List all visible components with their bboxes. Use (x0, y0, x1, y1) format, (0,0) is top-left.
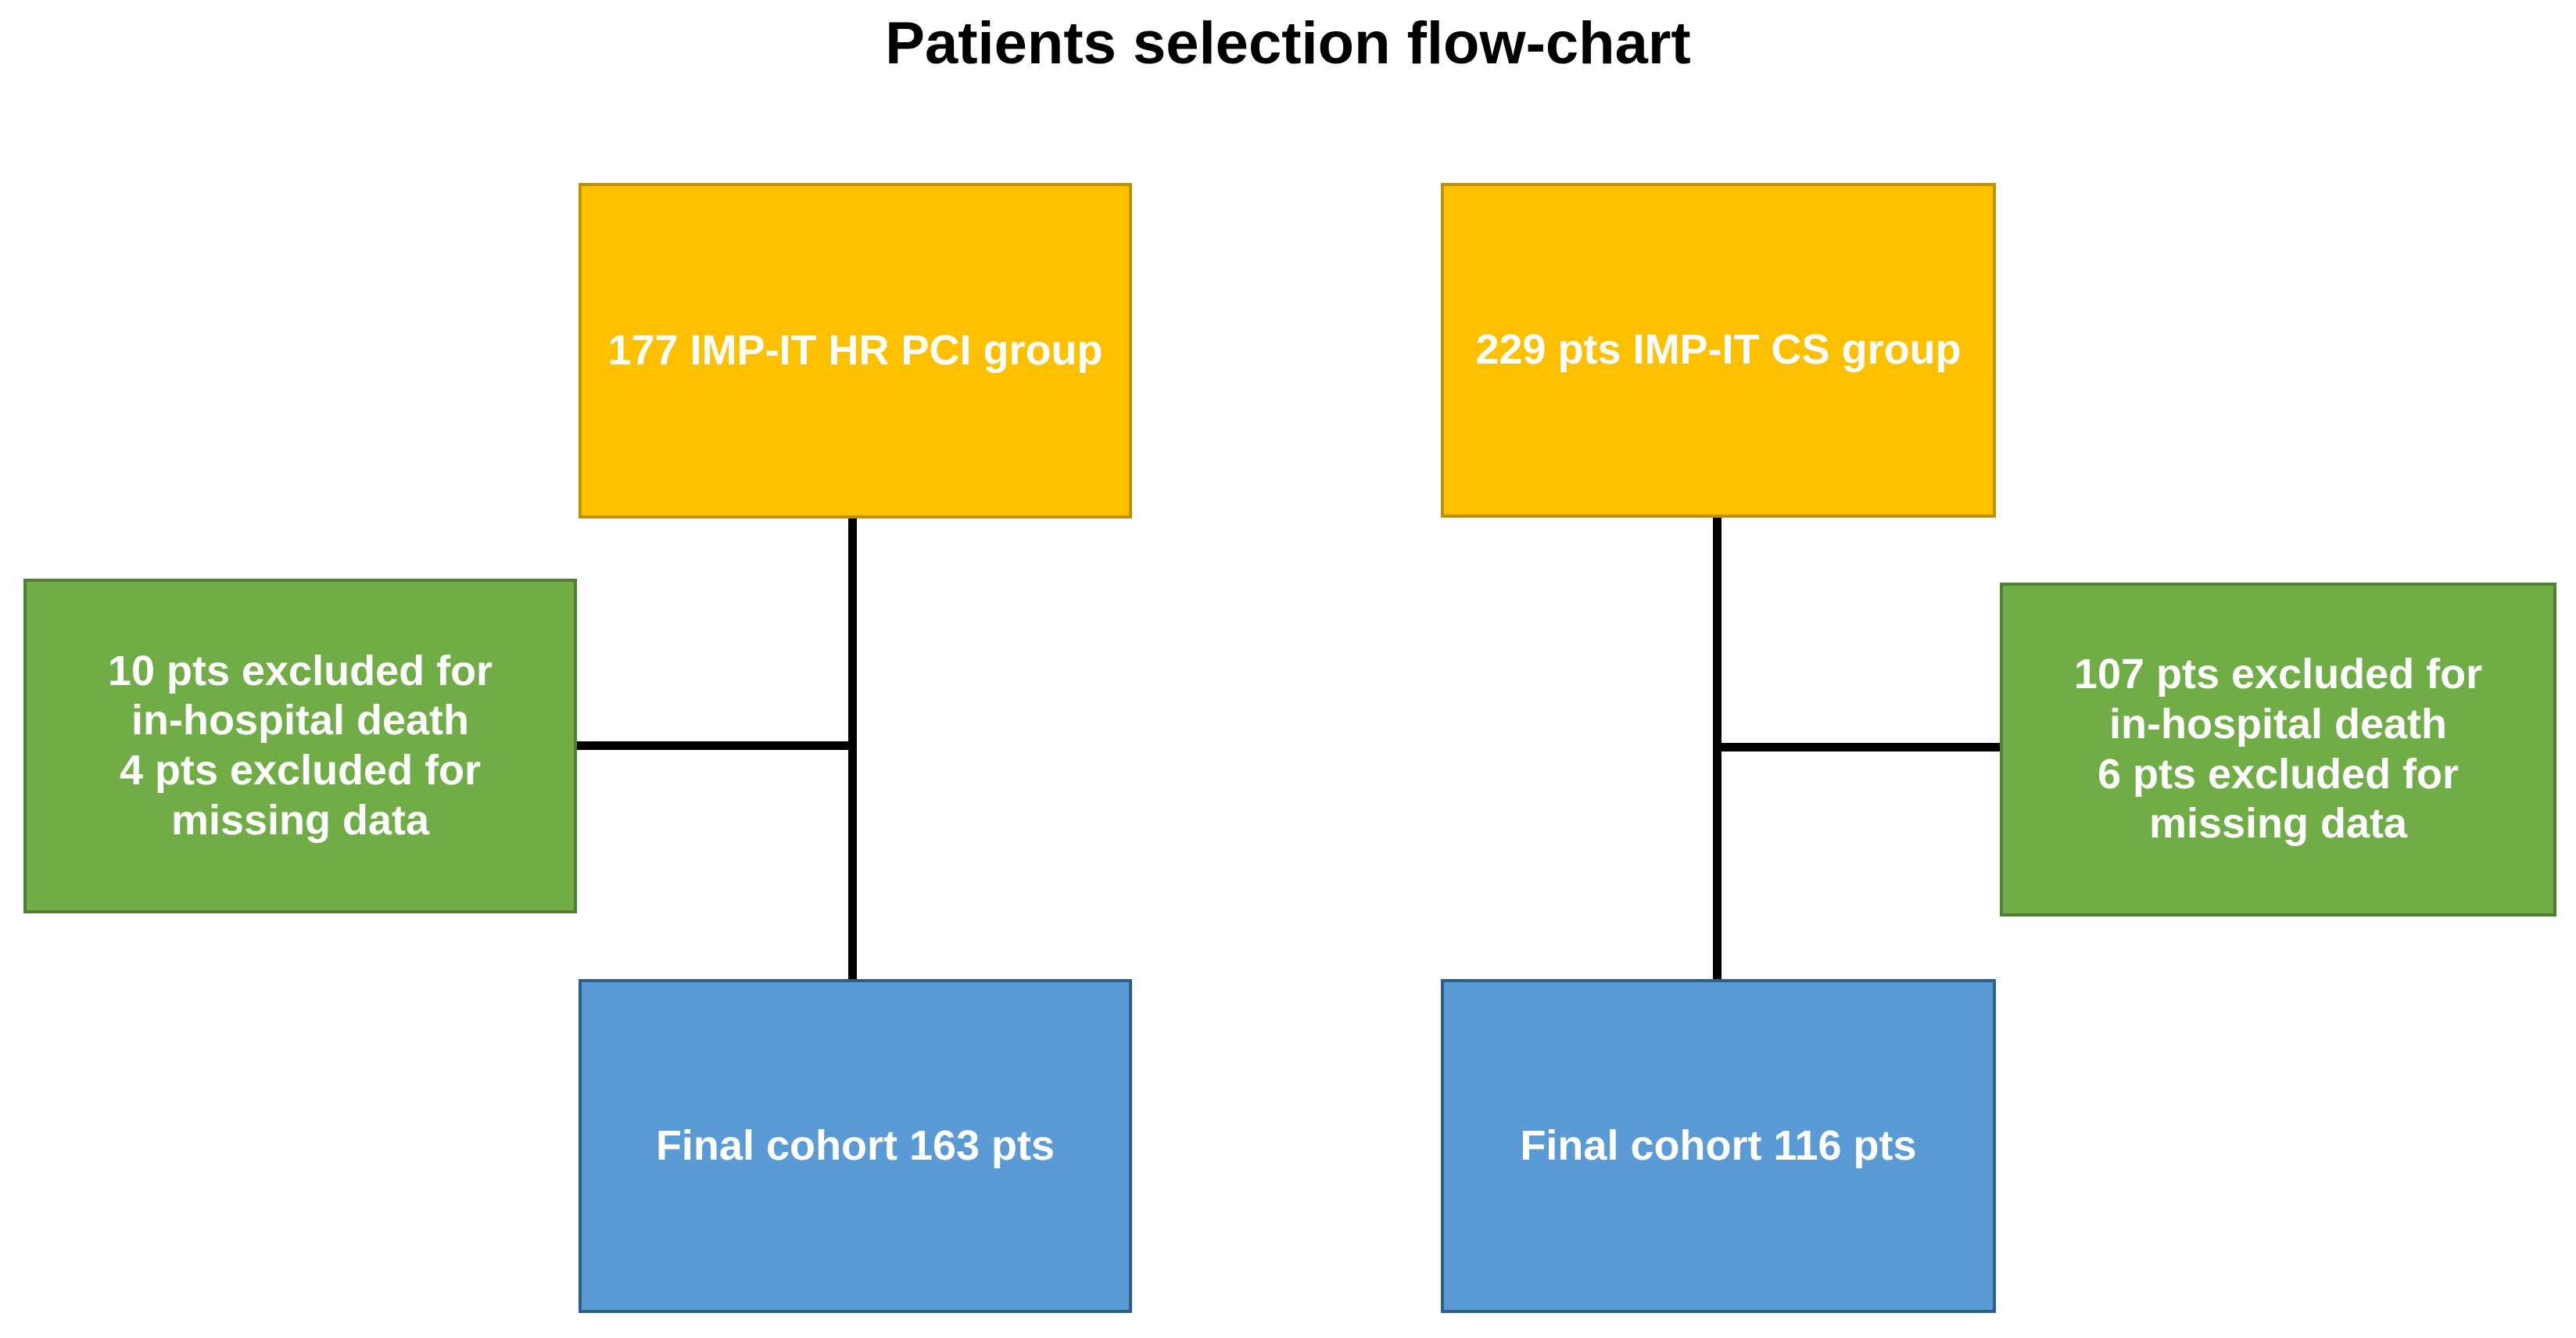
node-cs-excluded-label: 107 pts excluded for in-hospital death 6… (2073, 651, 2483, 848)
node-hrpci-final-label: Final cohort 163 pts (655, 1121, 1055, 1169)
node-hrpci-excluded: 10 pts excluded for in-hospital death 4 … (23, 579, 577, 913)
node-hrpci-source-label: 177 IMP-IT HR PCI group (607, 326, 1103, 374)
connector-hrpci-exclusion-branch (575, 741, 852, 750)
node-cs-source-label: 229 pts IMP-IT CS group (1475, 326, 1962, 374)
node-hrpci-final: Final cohort 163 pts (579, 979, 1132, 1313)
connector-cs-exclusion-branch (1717, 743, 2003, 752)
node-cs-final: Final cohort 116 pts (1441, 979, 1996, 1313)
node-cs-excluded: 107 pts excluded for in-hospital death 6… (2000, 583, 2556, 917)
node-cs-source: 229 pts IMP-IT CS group (1441, 183, 1996, 518)
page-title: Patients selection flow-chart (885, 10, 1691, 77)
node-cs-final-label: Final cohort 116 pts (1520, 1121, 1917, 1169)
connector-hrpci-vertical (848, 516, 857, 981)
node-hrpci-excluded-label: 10 pts excluded for in-hospital death 4 … (107, 647, 493, 844)
node-hrpci-source: 177 IMP-IT HR PCI group (579, 183, 1132, 518)
